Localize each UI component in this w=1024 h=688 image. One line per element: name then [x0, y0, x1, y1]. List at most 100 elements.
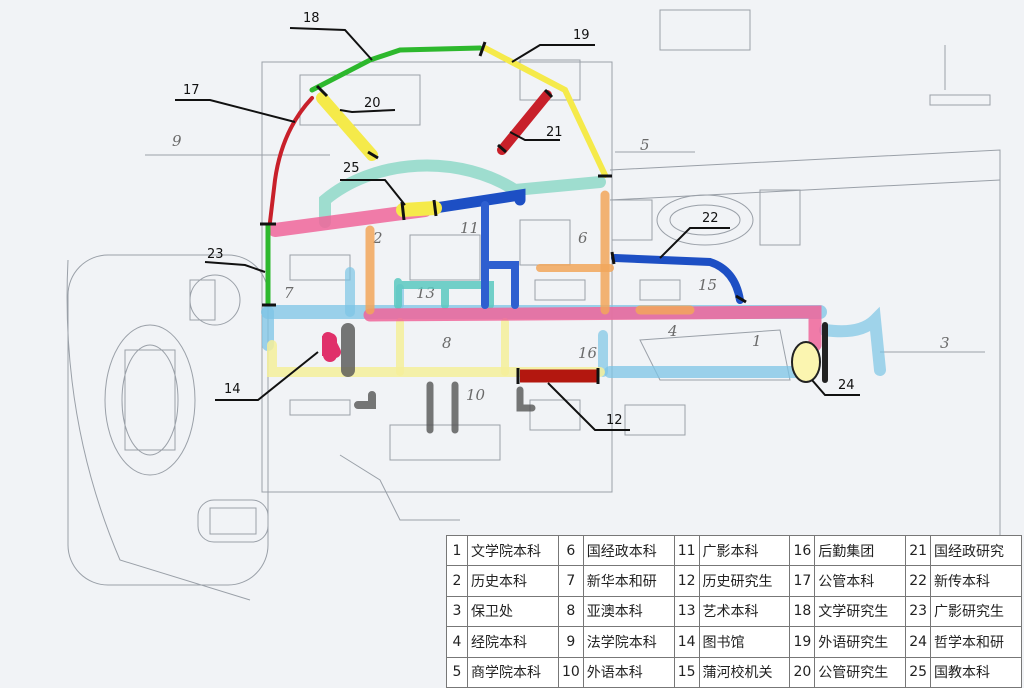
route-light-blue-east	[819, 306, 886, 376]
legend-label: 国经政研究	[930, 534, 1022, 567]
route-pink-main	[363, 305, 822, 352]
legend-number: 23	[905, 595, 932, 628]
area-number-6: 6	[578, 229, 588, 247]
callout-23: 23	[207, 247, 224, 262]
legend-number: 22	[905, 565, 932, 597]
legend-number: 9	[557, 626, 584, 658]
legend-number: 1	[445, 534, 469, 567]
callout-25: 25	[343, 161, 360, 176]
route-pale-yellow	[267, 340, 605, 377]
area-number-11: 11	[460, 219, 479, 237]
route-gray-3	[426, 381, 459, 434]
route-blue-1	[429, 188, 526, 214]
legend-number: 13	[673, 595, 700, 628]
callout-19: 19	[573, 28, 590, 43]
area-number-7: 7	[284, 284, 294, 302]
route-yellow-20	[316, 92, 378, 161]
legend-label: 国教本科	[930, 656, 1022, 688]
legend-label: 文学院本科	[467, 534, 559, 567]
route-blue-3	[486, 261, 519, 309]
legend-label: 公管本科	[814, 565, 907, 597]
legend-label: 蒲河校机关	[698, 656, 791, 688]
legend-label: 保卫处	[467, 595, 559, 628]
area-number-10: 10	[466, 386, 486, 404]
legend-number: 20	[789, 656, 816, 688]
legend-number: 7	[557, 565, 584, 597]
legend-number: 11	[673, 534, 700, 567]
marker-14	[322, 336, 334, 356]
base-plan	[66, 9, 1001, 601]
legend-label: 经院本科	[467, 626, 559, 658]
legend-number: 3	[445, 595, 469, 628]
callout-22: 22	[702, 211, 719, 226]
route-gray-2	[354, 391, 376, 409]
area-number-9: 9	[172, 132, 182, 150]
legend-label: 新传本科	[930, 565, 1022, 597]
callout-17: 17	[183, 83, 200, 98]
route-teal-arc	[319, 159, 606, 228]
route-green-18	[309, 45, 483, 93]
area-number-16: 16	[578, 344, 598, 362]
legend-label: 广影研究生	[930, 595, 1022, 628]
legend-label: 法学院本科	[582, 626, 675, 658]
route-red-17	[268, 96, 314, 224]
legend-label: 图书馆	[698, 626, 791, 658]
legend-label: 后勤集团	[814, 534, 907, 567]
legend-label: 历史本科	[467, 565, 559, 597]
route-gray-4	[516, 386, 536, 412]
callout-14: 14	[224, 382, 241, 397]
callout-20: 20	[364, 96, 381, 111]
area-number-5: 5	[640, 136, 650, 154]
area-number-3: 3	[940, 334, 950, 352]
area-number-1: 1	[752, 332, 762, 350]
legend-number: 14	[673, 626, 700, 658]
legend-label: 外语研究生	[814, 626, 907, 658]
callout-leaders	[175, 27, 860, 431]
legend-number: 25	[905, 656, 932, 688]
callout-21: 21	[546, 125, 563, 140]
segment-ticks	[260, 41, 747, 384]
area-number-2: 2	[372, 229, 383, 247]
area-number-8: 8	[442, 334, 452, 352]
callout-12: 12	[606, 413, 623, 428]
legend-number: 15	[673, 656, 700, 688]
legend-number: 6	[557, 534, 584, 567]
legend-number: 4	[445, 626, 469, 658]
callout-24: 24	[838, 378, 855, 393]
legend-number: 24	[905, 626, 932, 658]
callout-18: 18	[303, 11, 320, 26]
legend-label: 外语本科	[582, 656, 675, 688]
legend-number: 10	[557, 656, 584, 688]
route-red-21	[497, 90, 552, 155]
area-number-4: 4	[667, 322, 678, 340]
legend-label: 艺术本科	[698, 595, 791, 628]
legend-number: 8	[557, 595, 584, 628]
area-number-15: 15	[698, 276, 717, 294]
legend-number: 16	[789, 534, 816, 567]
colored-routes	[261, 45, 886, 434]
route-teal-box	[394, 278, 494, 309]
legend-number: 18	[789, 595, 816, 628]
legend-number: 21	[905, 534, 932, 567]
marker-24	[791, 341, 821, 383]
legend-label: 哲学本和研	[930, 626, 1022, 658]
route-yellow-19	[482, 45, 608, 178]
legend-label: 国经政本科	[582, 534, 675, 567]
callout-labels: 18 19 17 20 21 25 22 23 14 12 24	[183, 11, 855, 428]
legend-number: 2	[445, 565, 469, 597]
legend-label: 历史研究生	[698, 565, 791, 597]
legend-label: 文学研究生	[814, 595, 907, 628]
legend-label: 亚澳本科	[582, 595, 675, 628]
legend-label: 新华本和研	[582, 565, 675, 597]
legend-label: 商学院本科	[467, 656, 559, 688]
route-blue-22	[611, 254, 744, 304]
legend-label: 广影本科	[698, 534, 791, 567]
legend-number: 19	[789, 626, 816, 658]
legend-number: 12	[673, 565, 700, 597]
